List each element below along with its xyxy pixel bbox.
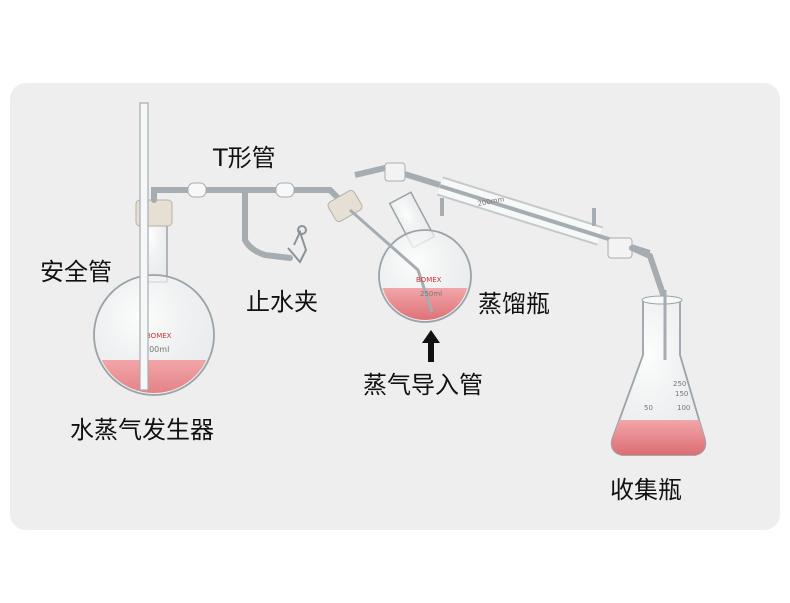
- generator-brand-mark: BOMEX: [146, 332, 172, 340]
- erlenmeyer-grad-150: 150: [675, 390, 688, 398]
- joint-2: [275, 182, 295, 198]
- label-receiving-flask: 收集瓶: [610, 476, 682, 504]
- flask-volume-mark: 250ml: [420, 290, 442, 298]
- pinch-clamp: [287, 225, 308, 264]
- generator-volume-mark: 500ml: [144, 345, 169, 354]
- up-arrow-icon: [422, 330, 440, 362]
- label-steam-generator: 水蒸气发生器: [70, 416, 214, 444]
- safety-tube: [139, 102, 149, 391]
- flask-brand-mark: BOMEX: [416, 276, 442, 284]
- steam-inlet-tube: [349, 208, 434, 313]
- label-steam-inlet-tube: 蒸气导入管: [363, 371, 483, 399]
- erlenmeyer-volume-mark: 250: [673, 380, 686, 388]
- steam-generator-flask: [93, 199, 215, 396]
- erlenmeyer-grad-100: 100: [677, 404, 690, 412]
- condenser: [354, 162, 651, 254]
- label-distilling-flask: 蒸馏瓶: [478, 290, 550, 318]
- t-tube: [151, 187, 348, 261]
- erlenmeyer-grad-50: 50: [644, 404, 653, 412]
- label-t-tube: T形管: [213, 144, 276, 172]
- label-pinch-clamp: 止水夹: [246, 288, 318, 316]
- distilling-flask: [327, 189, 472, 323]
- label-safety-tube: 安全管: [40, 258, 112, 286]
- joint-1: [187, 182, 207, 198]
- receiving-flask: [610, 290, 707, 456]
- adapter: [607, 237, 668, 303]
